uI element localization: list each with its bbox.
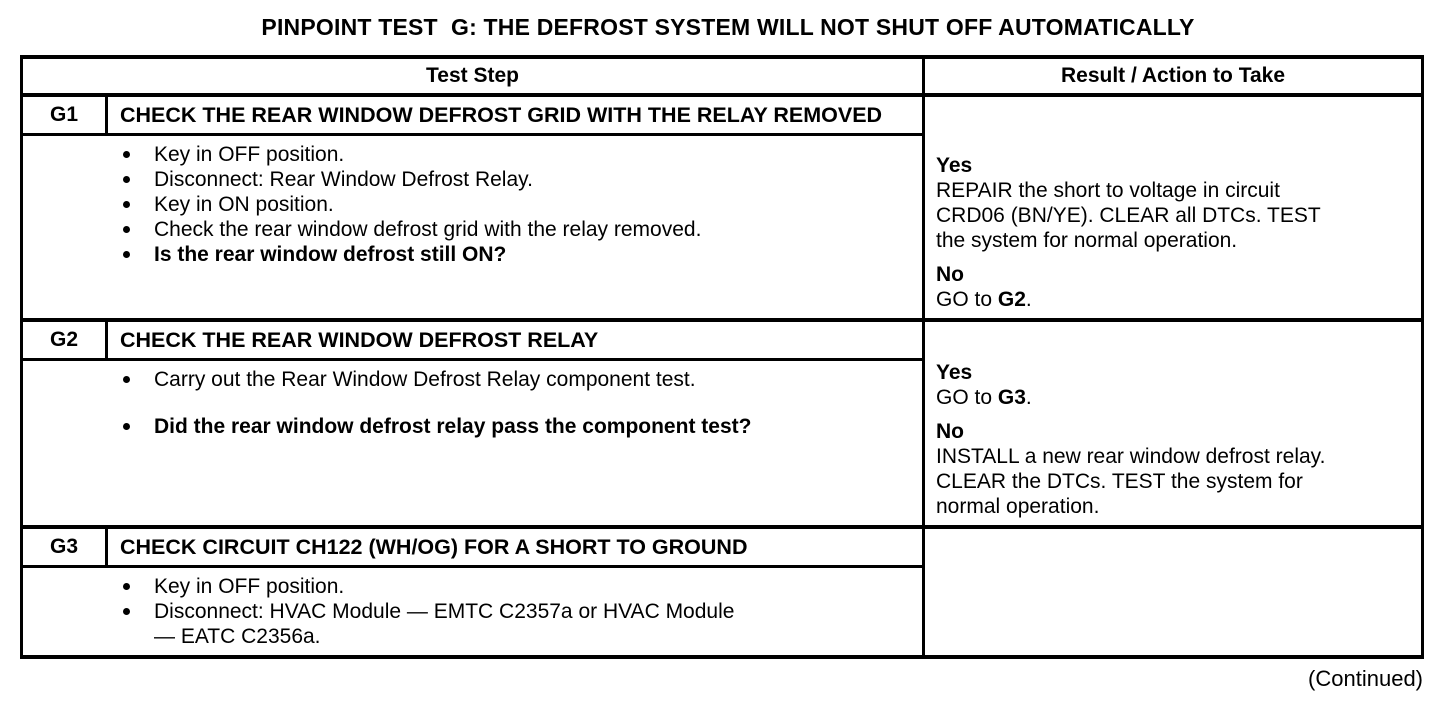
result-action-text: REPAIR the short to voltage in circuit C… (936, 179, 1321, 252)
result-action: REPAIR the short to voltage in circuit C… (936, 178, 1413, 253)
result-label: No (936, 263, 964, 286)
bullet-text: Key in OFF position. (154, 143, 345, 166)
continued-note: (Continued) (1308, 666, 1423, 691)
result-cell: Yes GO to G3. No INSTALL a new rear wind… (922, 322, 1421, 525)
result-block-no: No INSTALL a new rear window defrost rel… (936, 419, 1413, 519)
bullet-icon (123, 251, 130, 258)
result-action-text: GO to (936, 288, 998, 311)
result-step-ref: G2 (997, 288, 1026, 311)
result-action: GO to G3. (936, 385, 1413, 410)
col-header-result: Result / Action to Take (922, 59, 1421, 93)
result-cell: Yes REPAIR the short to voltage in circu… (922, 97, 1421, 318)
bullet-text: Carry out the Rear Window Defrost Relay … (154, 368, 696, 391)
col-header-test-step: Test Step (426, 64, 519, 87)
result-block-yes: Yes GO to G3. (936, 360, 1413, 410)
bullet-icon (123, 176, 130, 183)
step-id: G2 (23, 322, 108, 361)
step-bullets: Key in OFF position. Disconnect: Rear Wi… (23, 136, 922, 318)
bullet-icon (123, 583, 130, 590)
bullet-item: Did the rear window defrost relay pass t… (23, 414, 922, 439)
bullet-item: Check the rear window defrost grid with … (23, 217, 922, 242)
bullet-text: Check the rear window defrost grid with … (154, 218, 702, 241)
result-action: GO to G2. (936, 287, 1413, 312)
result-action: INSTALL a new rear window defrost relay.… (936, 444, 1413, 519)
result-block-no: No GO to G2. (936, 262, 1413, 312)
step-title: CHECK THE REAR WINDOW DEFROST RELAY (108, 322, 922, 361)
result-action-text: INSTALL a new rear window defrost relay.… (936, 445, 1326, 518)
step-title: CHECK THE REAR WINDOW DEFROST GRID WITH … (108, 97, 922, 136)
bullet-question-text: Did the rear window defrost relay pass t… (154, 415, 752, 438)
bullet-icon (123, 376, 130, 383)
bullet-item: Key in ON position. (23, 192, 922, 217)
bullet-text: Key in OFF position. (154, 575, 345, 598)
step-id: G3 (23, 529, 108, 568)
bullet-item: Key in OFF position. (23, 142, 922, 167)
result-block-yes: Yes REPAIR the short to voltage in circu… (936, 153, 1413, 253)
step-bullets: Carry out the Rear Window Defrost Relay … (23, 361, 922, 525)
bullet-item: Carry out the Rear Window Defrost Relay … (23, 367, 922, 392)
step-row-g3: G3 CHECK CIRCUIT CH122 (WH/OG) FOR A SHO… (23, 529, 1421, 655)
bullet-text: Disconnect: HVAC Module — EMTC C2357a or… (154, 600, 735, 648)
bullet-icon (123, 226, 130, 233)
result-action-suffix: . (1025, 386, 1032, 409)
result-action-suffix: . (1025, 288, 1032, 311)
bullet-icon (123, 423, 130, 430)
table-header-row: Test Step Result / Action to Take (23, 59, 1421, 97)
result-step-ref: G3 (997, 386, 1026, 409)
result-label: Yes (936, 361, 973, 384)
step-id: G1 (23, 97, 108, 136)
result-cell-empty (922, 529, 1421, 655)
bullet-question-text: Is the rear window defrost still ON? (154, 243, 507, 266)
step-bullets: Key in OFF position. Disconnect: HVAC Mo… (23, 568, 922, 655)
bullet-item: Disconnect: Rear Window Defrost Relay. (23, 167, 922, 192)
bullet-item: Is the rear window defrost still ON? (23, 242, 922, 267)
bullet-icon (123, 201, 130, 208)
result-label: Yes (936, 154, 973, 177)
step-title: CHECK CIRCUIT CH122 (WH/OG) FOR A SHORT … (108, 529, 922, 568)
step-row-g1: G1 CHECK THE REAR WINDOW DEFROST GRID WI… (23, 97, 1421, 322)
bullet-icon (123, 608, 130, 615)
result-label: No (936, 420, 964, 443)
bullet-text: Key in ON position. (154, 193, 334, 216)
page-title: PINPOINT TEST G: THE DEFROST SYSTEM WILL… (261, 14, 1195, 40)
bullet-text: Disconnect: Rear Window Defrost Relay. (154, 168, 533, 191)
pinpoint-table: Test Step Result / Action to Take G1 CHE… (20, 55, 1424, 659)
step-row-g2: G2 CHECK THE REAR WINDOW DEFROST RELAY C… (23, 322, 1421, 529)
result-action-text: GO to (936, 386, 998, 409)
bullet-item: Disconnect: HVAC Module — EMTC C2357a or… (23, 599, 922, 649)
bullet-item: Key in OFF position. (23, 574, 922, 599)
bullet-icon (123, 151, 130, 158)
